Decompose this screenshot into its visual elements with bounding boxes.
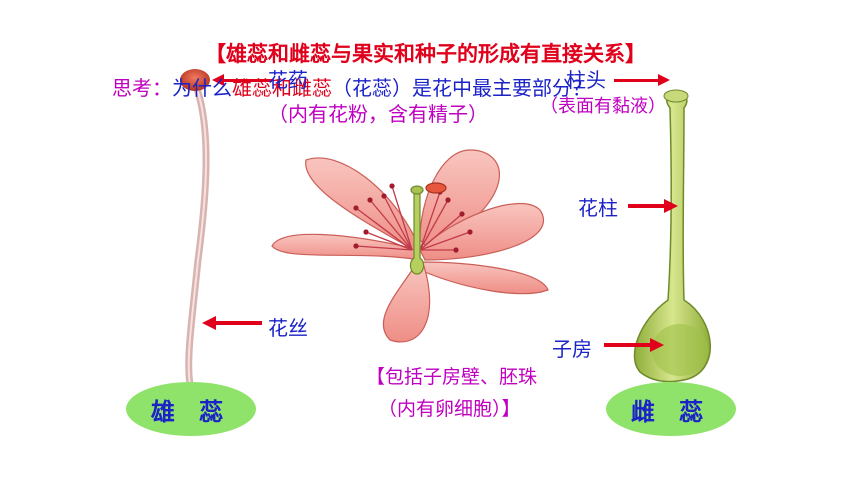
style-label: 花柱: [578, 196, 618, 220]
question-part2: （花蕊）是花中最主要部分？: [332, 76, 592, 100]
ovary-shape: [652, 324, 708, 376]
pistil-drawing: [633, 89, 711, 383]
question-line: 思考：为什么雄蕊和雌蕊（花蕊）是花中最主要部分？: [112, 72, 592, 101]
pistil-name: 雌 蕊: [630, 397, 712, 426]
anther-label: 花药: [268, 68, 308, 92]
stamen-drawing: [180, 69, 210, 388]
question-highlight: 雄蕊和雌蕊: [232, 76, 332, 100]
question-part1: 为什么: [172, 76, 232, 100]
anther-arrow: [212, 74, 272, 86]
anther-shape: [180, 69, 210, 91]
stigma-shape: [663, 89, 689, 103]
anther-note: （内有花粉，含有精子）: [268, 102, 488, 126]
stamen-name-badge: 雄 蕊: [126, 382, 256, 436]
filament-arrow: [202, 316, 262, 330]
filament-label: 花丝: [268, 316, 308, 340]
ovary-note-line1: 【包括子房壁、胚珠: [366, 366, 538, 388]
ovary-label: 子房: [552, 337, 592, 361]
stigma-note: （表面有黏液）: [540, 96, 666, 117]
flower-drawing: [271, 149, 549, 343]
pistil-name-badge: 雌 蕊: [606, 382, 736, 436]
ovary-note-line2: （内有卵细胞）】: [378, 398, 521, 420]
stigma-label: 柱头: [566, 68, 606, 92]
stamen-name: 雄 蕊: [150, 397, 232, 426]
arrows: [202, 74, 678, 352]
ovary-arrow: [604, 338, 664, 352]
main-title: 【雄蕊和雌蕊与果实和种子的形成有直接关系】: [205, 42, 646, 66]
stigma-arrow: [614, 74, 670, 86]
question-prefix: 思考：: [112, 76, 172, 100]
style-arrow: [628, 199, 678, 213]
